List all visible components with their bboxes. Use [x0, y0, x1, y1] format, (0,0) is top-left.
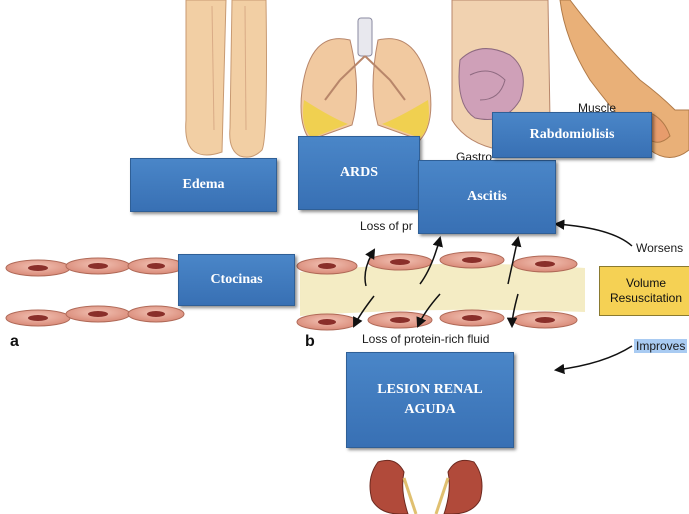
ards-label: ARDS: [298, 136, 420, 210]
panel-b-letter: b: [305, 333, 315, 351]
lesion-renal-label: LESION RENAL AGUDA: [346, 352, 514, 448]
kidneys-illustration: [370, 460, 482, 514]
panel-b-endothelium: [297, 252, 585, 330]
loss-of-pr-text: Loss of pr: [360, 219, 413, 233]
panel-a-endothelium: [6, 258, 184, 326]
rabdomiolisis-label: Rabdomiolisis: [492, 112, 652, 158]
improves-highlight: Improves: [634, 339, 687, 353]
loss-protein-fluid-text: Loss of protein-rich fluid: [362, 332, 489, 346]
worsens-arrow: [556, 224, 632, 246]
improves-text: Improves: [634, 339, 687, 353]
volume-text: Volume: [626, 276, 666, 291]
ctocinas-label: Ctocinas: [178, 254, 295, 306]
ascitis-label: Ascitis: [418, 160, 556, 234]
legs-illustration: [186, 0, 267, 157]
edema-label: Edema: [130, 158, 277, 212]
volume-resuscitation-box: Volume Resuscitation: [599, 266, 689, 316]
panel-a-letter: a: [10, 333, 19, 351]
worsens-text: Worsens: [636, 241, 683, 255]
resuscitation-text: Resuscitation: [610, 291, 682, 306]
lungs-illustration: [301, 18, 431, 140]
improves-arrow: [556, 346, 632, 370]
